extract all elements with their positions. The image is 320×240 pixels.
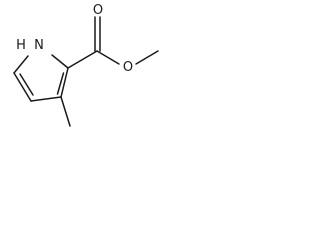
ester-oxygen-label: O [123, 60, 133, 75]
nitrogen-label: N [34, 38, 44, 53]
pyrrole-ring [13, 54, 69, 102]
bond-c4-c5-inner [19, 73, 34, 96]
bond-c5-n1 [13, 55, 29, 74]
ester-group [67, 16, 159, 69]
carbonyl-oxygen-label: O [93, 3, 103, 18]
nitrogen-hydrogen-label: H [16, 38, 26, 53]
bond-c2-c3-inner [56, 72, 65, 95]
bond-c3-methyl [60, 96, 71, 127]
bond-ester-oxygen-methyl [135, 50, 159, 65]
bond-n1-c2 [51, 54, 69, 69]
bond-carbonyl-carbon-ester-oxygen [96, 50, 120, 65]
atom-labels: H N O O [16, 3, 133, 75]
bond-c2-carbonyl-carbon [67, 50, 98, 69]
bond-c4-c5-outer [13, 72, 32, 102]
bond-c3-c4 [30, 96, 62, 102]
ring-methyl-substituent [60, 96, 71, 127]
bond-c2-c3-outer [60, 67, 69, 98]
molecule-structure-diagram: H N O O [13, 3, 159, 127]
